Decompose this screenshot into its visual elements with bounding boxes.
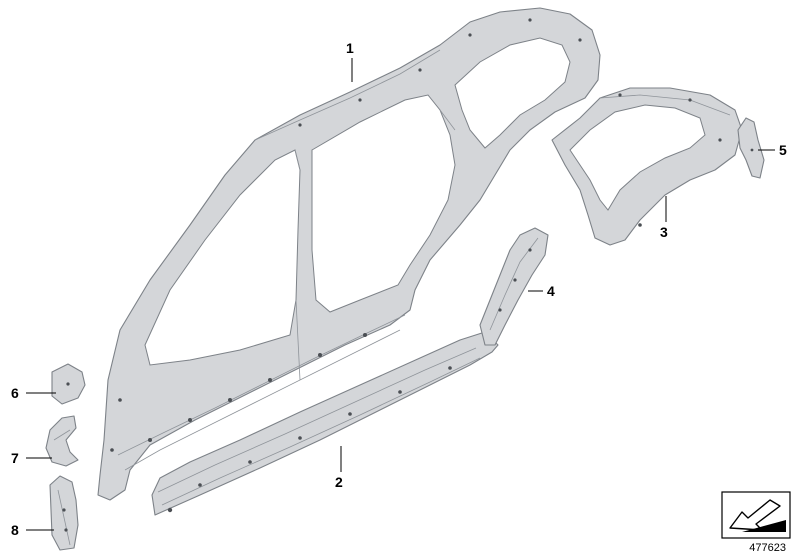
- part-7-bracket: [45, 415, 79, 467]
- part-5-bracket: [737, 117, 765, 179]
- part-6-plate: [51, 363, 86, 405]
- callout-6: 6: [11, 385, 19, 401]
- callout-3: 3: [660, 224, 668, 240]
- callout-1: 1: [346, 40, 354, 56]
- orientation-arrow-icon: [721, 491, 791, 539]
- callout-2: 2: [335, 474, 343, 490]
- part-8-reinforcement: [49, 475, 79, 551]
- callout-8: 8: [11, 522, 19, 538]
- part-1-side-frame: [97, 7, 601, 501]
- callout-7: 7: [11, 450, 19, 466]
- diagram-number: 477623: [749, 542, 786, 554]
- callout-5: 5: [779, 142, 787, 158]
- callout-4: 4: [547, 283, 555, 299]
- part-4-pillar-reinforcement: [479, 227, 549, 346]
- part-3-rear-inner-panel: [551, 87, 743, 246]
